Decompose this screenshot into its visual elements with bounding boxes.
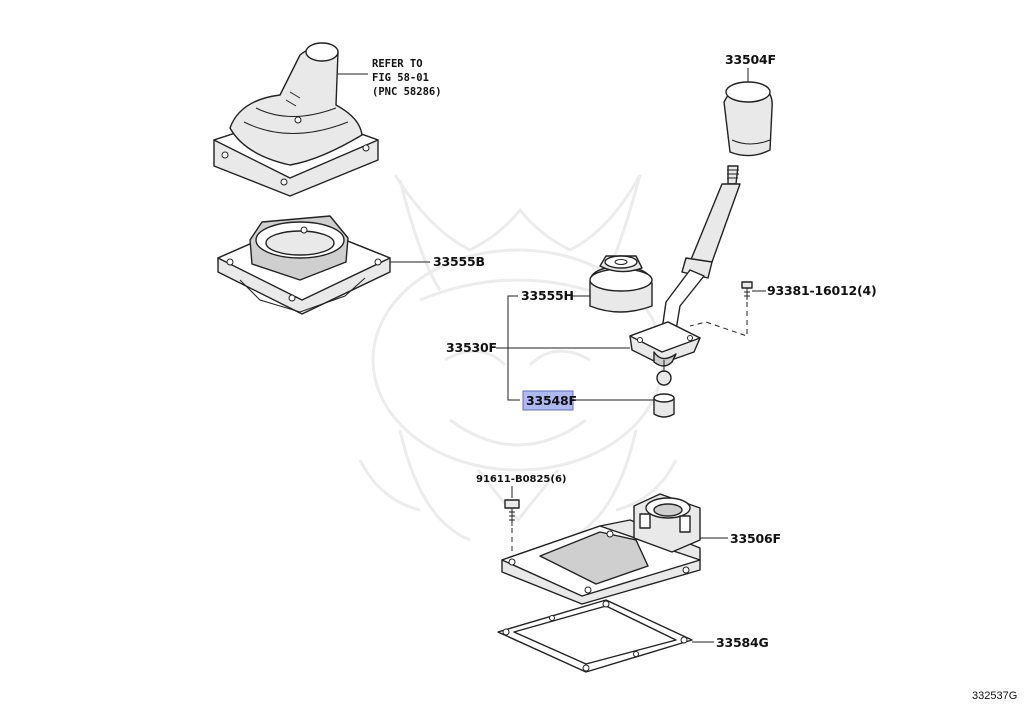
shift-lever[interactable]	[629, 165, 741, 386]
refer-note: REFER TO FIG 58-01 (PNC 58286)	[338, 58, 442, 98]
highlight-box	[522, 390, 574, 411]
part-label-33584g[interactable]: 33584G	[716, 635, 769, 650]
refer-note-line2: FIG 58-01	[372, 72, 429, 84]
part-label-33504f[interactable]: 33504F	[725, 52, 776, 67]
part-label-33555h[interactable]: 33555H	[521, 288, 574, 303]
cap-part[interactable]	[589, 255, 653, 313]
shift-boot[interactable]	[213, 42, 379, 197]
lever-group-labels: 33555H 33530F 33548F	[446, 288, 654, 411]
bushing-part[interactable]	[653, 393, 675, 418]
refer-note-line3: (PNC 58286)	[372, 86, 442, 98]
part-label-91611-b0825[interactable]: 91611-B0825(6)	[476, 474, 567, 485]
refer-note-line1: REFER TO	[372, 58, 423, 70]
boot-retainer-part[interactable]: 33555B	[217, 215, 485, 315]
part-label-33506f[interactable]: 33506F	[730, 531, 781, 546]
lower-bolt-part[interactable]: 91611-B0825(6)	[476, 474, 567, 552]
part-label-33555b[interactable]: 33555B	[433, 254, 485, 269]
housing-part[interactable]: 33506F	[501, 493, 781, 605]
part-label-93381-16012[interactable]: 93381-16012(4)	[767, 283, 877, 298]
gasket-part[interactable]: 33584G	[497, 599, 769, 673]
shift-knob-part[interactable]: 33504F	[723, 52, 776, 157]
figure-code: 332537G	[972, 690, 1017, 702]
part-label-33548f[interactable]: 33548F	[526, 393, 577, 408]
part-label-33530f[interactable]: 33530F	[446, 340, 497, 355]
watermark-logo	[358, 174, 678, 542]
upper-bolt-part[interactable]: 93381-16012(4)	[689, 281, 877, 337]
